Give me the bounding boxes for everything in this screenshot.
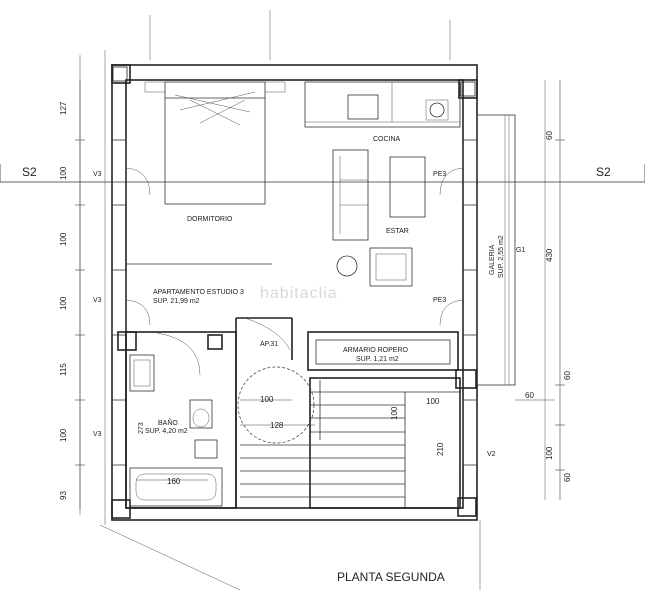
dim-right-60-bottom: 60 bbox=[563, 473, 572, 482]
dim-left-1: 127 bbox=[59, 101, 68, 115]
bed bbox=[144, 81, 286, 205]
dim-stair-100b: 100 bbox=[426, 397, 440, 406]
opening-v3-mid: V3 bbox=[93, 297, 102, 304]
apartment-area: SUP. 21,99 m2 bbox=[153, 298, 200, 305]
opening-v3-top: V3 bbox=[93, 171, 102, 178]
dim-galeria-60: 60 bbox=[525, 391, 534, 400]
opening-g1: G1 bbox=[516, 247, 525, 254]
left-dimensions: 127 100 100 100 115 100 93 bbox=[59, 80, 85, 510]
dim-left-2: 100 bbox=[59, 166, 68, 180]
dim-stair-210: 210 bbox=[436, 442, 445, 456]
room-label-dormitorio: DORMITORIO bbox=[187, 216, 233, 223]
dim-right-60-top: 60 bbox=[545, 131, 554, 140]
opening-pe3-top: PE3 bbox=[433, 171, 446, 178]
dim-left-6: 100 bbox=[59, 428, 68, 442]
ap-tag: AP.31 bbox=[260, 341, 278, 348]
watermark: habitaclia bbox=[260, 285, 338, 302]
stairs: 100 100 210 bbox=[240, 377, 461, 509]
dim-hall-100: 100 bbox=[260, 395, 274, 404]
dim-right-100: 100 bbox=[545, 446, 554, 460]
galeria: GALERIA SUP. 2,55 m2 G1 bbox=[476, 114, 525, 386]
bano-area: SUP. 4,20 m2 bbox=[145, 428, 188, 435]
section-line-s2: S2 S2 bbox=[0, 164, 645, 183]
dim-right-60-mid: 60 bbox=[563, 371, 572, 380]
opening-v3-bottom: V3 bbox=[93, 431, 102, 438]
dim-bano-273: 273 bbox=[138, 422, 145, 434]
room-label-estar: ESTAR bbox=[386, 228, 409, 235]
left-windows bbox=[111, 139, 151, 466]
dim-left-5: 115 bbox=[59, 363, 68, 376]
dim-stair-100a: 100 bbox=[390, 406, 399, 420]
right-dimensions: 60 430 60 100 60 60 bbox=[515, 80, 572, 500]
apartment-name: APARTAMENTO ESTUDIO 3 bbox=[153, 289, 244, 296]
dim-bano-160: 160 bbox=[167, 477, 181, 486]
dim-left-3: 100 bbox=[59, 232, 68, 246]
dim-right-430: 430 bbox=[545, 248, 554, 262]
dim-hall-128: 128 bbox=[270, 421, 284, 430]
bano-label: BAÑO bbox=[158, 418, 178, 427]
living-furniture: ESTAR bbox=[332, 149, 426, 287]
section-label-left: S2 bbox=[22, 165, 37, 179]
armario-area: SUP. 1,21 m2 bbox=[356, 356, 399, 363]
kitchen-counter: COCINA bbox=[304, 81, 461, 143]
opening-v2: V2 bbox=[487, 451, 496, 458]
armario-label: ARMARIO ROPERO bbox=[343, 347, 409, 354]
opening-pe3-bottom: PE3 bbox=[433, 297, 446, 304]
plan-title: PLANTA SEGUNDA bbox=[337, 570, 445, 584]
dim-left-7: 93 bbox=[59, 491, 68, 500]
hallway: AP.31 ARMARIO ROPERO SUP. 1,21 m2 100 12… bbox=[235, 317, 459, 508]
section-label-right: S2 bbox=[596, 165, 611, 179]
dim-left-4: 100 bbox=[59, 296, 68, 310]
galeria-label: GALERIA bbox=[489, 244, 496, 275]
bathroom: BAÑO SUP. 4,20 m2 273 160 bbox=[117, 331, 237, 509]
room-label-cocina: COCINA bbox=[373, 136, 401, 143]
galeria-area: SUP. 2,55 m2 bbox=[498, 235, 505, 278]
